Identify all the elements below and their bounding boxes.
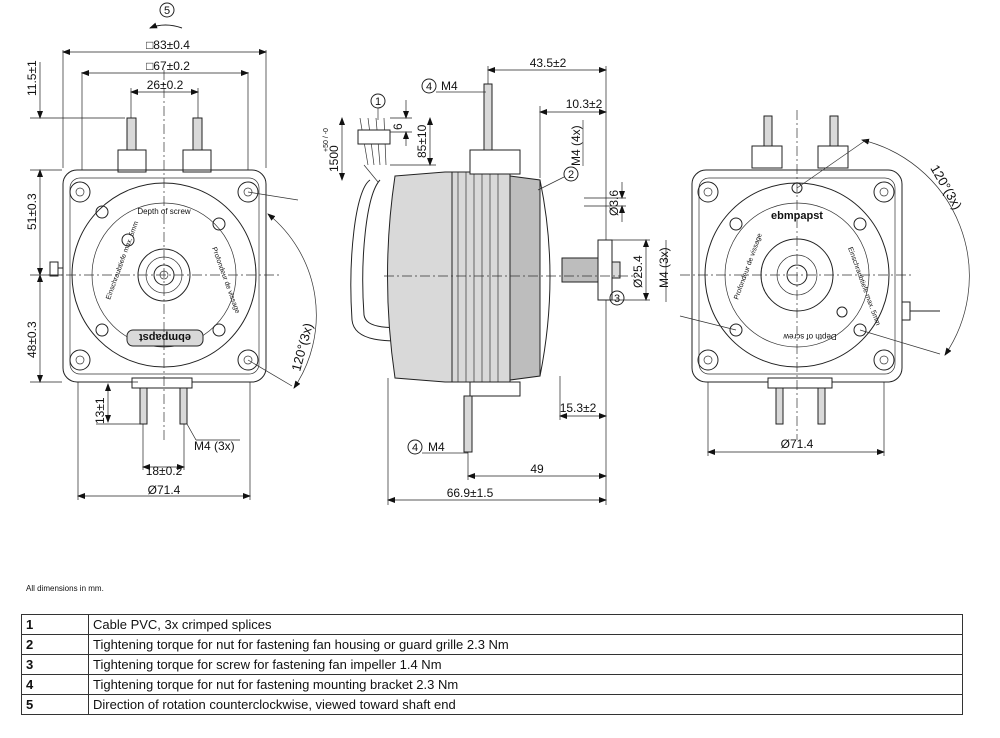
table-row: 5 Direction of rotation counterclockwise… <box>21 694 963 715</box>
depth-of-screw-de-label: Einschraubtiefe max. 5mm <box>105 220 140 300</box>
dim-15-3: 15.3±2 <box>560 401 597 415</box>
legend-text: Tightening torque for nut for fastening … <box>88 634 963 655</box>
dim-18: 18±0.2 <box>146 464 183 478</box>
dim-m4-top: M4 <box>441 79 458 93</box>
dim-m4-bottom: M4 <box>428 440 445 454</box>
dim-10-3: 10.3±2 <box>566 97 603 111</box>
callout-4-top: 4 <box>426 81 432 93</box>
angle-dim-left: 120°(3x) <box>288 321 315 372</box>
legend-table: 1 Cable PVC, 3x crimped splices 2 Tighte… <box>21 614 963 715</box>
legend-number: 5 <box>21 694 89 715</box>
brand-logo-right: ebmpapst <box>771 210 823 222</box>
technical-drawing: 5 Depth of screw Einschraubtiefe max. 5 <box>25 2 970 505</box>
dim-6: 6 <box>391 123 405 130</box>
table-row: 3 Tightening torque for screw for fasten… <box>21 654 963 675</box>
dim-48: 48±0.3 <box>25 321 39 358</box>
table-row: 2 Tightening torque for nut for fastenin… <box>21 634 963 655</box>
callout-3: 3 <box>614 293 620 305</box>
dim-66-9: 66.9±1.5 <box>447 486 494 500</box>
callout-2: 2 <box>568 169 574 181</box>
front-view: 5 Depth of screw Einschraubtiefe max. 5 <box>25 2 317 500</box>
dim-m4-3x-left: M4 (3x) <box>194 439 235 453</box>
angle-dim-right: 120°(3x) <box>927 162 965 212</box>
dim-85: 85±10 <box>415 124 429 158</box>
legend-number: 2 <box>21 634 89 655</box>
depth-of-screw-label: Depth of screw <box>137 207 191 216</box>
brand-logo-left: ebmpapst <box>139 331 191 343</box>
dim-11-5: 11.5±1 <box>25 60 39 96</box>
dim-43-5: 43.5±2 <box>530 56 567 70</box>
dim-sq67: □67±0.2 <box>146 59 190 73</box>
depth-of-screw-label-right: Depth of screw <box>783 332 837 341</box>
dim-m4-3x-vertical: M4 (3x) <box>657 247 671 288</box>
callout-4-bottom: 4 <box>412 442 418 454</box>
table-row: 1 Cable PVC, 3x crimped splices <box>21 614 963 635</box>
legend-text: Tightening torque for nut for fastening … <box>88 674 963 695</box>
legend-text: Cable PVC, 3x crimped splices <box>88 614 963 635</box>
dim-m4-4x: M4 (4x) <box>569 125 583 166</box>
units-note: All dimensions in mm. <box>26 584 104 593</box>
depth-of-screw-de-label-right: Einschraubtiefe max. 5mm <box>846 246 881 326</box>
table-row: 4 Tightening torque for nut for fastenin… <box>21 674 963 695</box>
dim-26: 26±0.2 <box>147 78 184 92</box>
side-view: 1 2 3 4 M4 4 M4 43.5±2 10.3±2 M4 (4x) 6 <box>323 56 671 505</box>
dim-sq83: □83±0.4 <box>146 38 190 52</box>
dim-dia25-4: Ø25.4 <box>631 255 645 288</box>
legend-number: 1 <box>21 614 89 635</box>
rear-view: ebmpapst Profondeur de vissage Einschrau… <box>679 110 970 456</box>
dim-49: 49 <box>530 462 544 476</box>
dim-dia71-left: Ø71.4 <box>148 483 181 497</box>
legend-number: 4 <box>21 674 89 695</box>
callout-1: 1 <box>375 96 381 108</box>
depth-of-screw-fr-label-right: Profondeur de vissage <box>733 232 764 300</box>
dim-1500-tol: +50 / -0 <box>323 128 330 152</box>
legend-text: Tightening torque for screw for fastenin… <box>88 654 963 675</box>
dim-13: 13±1 <box>93 397 107 424</box>
dim-1500: 1500 <box>327 145 341 172</box>
dim-dia3-6: Ø3.6 <box>607 190 621 216</box>
dim-dia71-right: Ø71.4 <box>781 437 814 451</box>
callout-5: 5 <box>164 5 170 17</box>
legend-text: Direction of rotation counterclockwise, … <box>88 694 963 715</box>
legend-number: 3 <box>21 654 89 675</box>
dim-51: 51±0.3 <box>25 193 39 230</box>
